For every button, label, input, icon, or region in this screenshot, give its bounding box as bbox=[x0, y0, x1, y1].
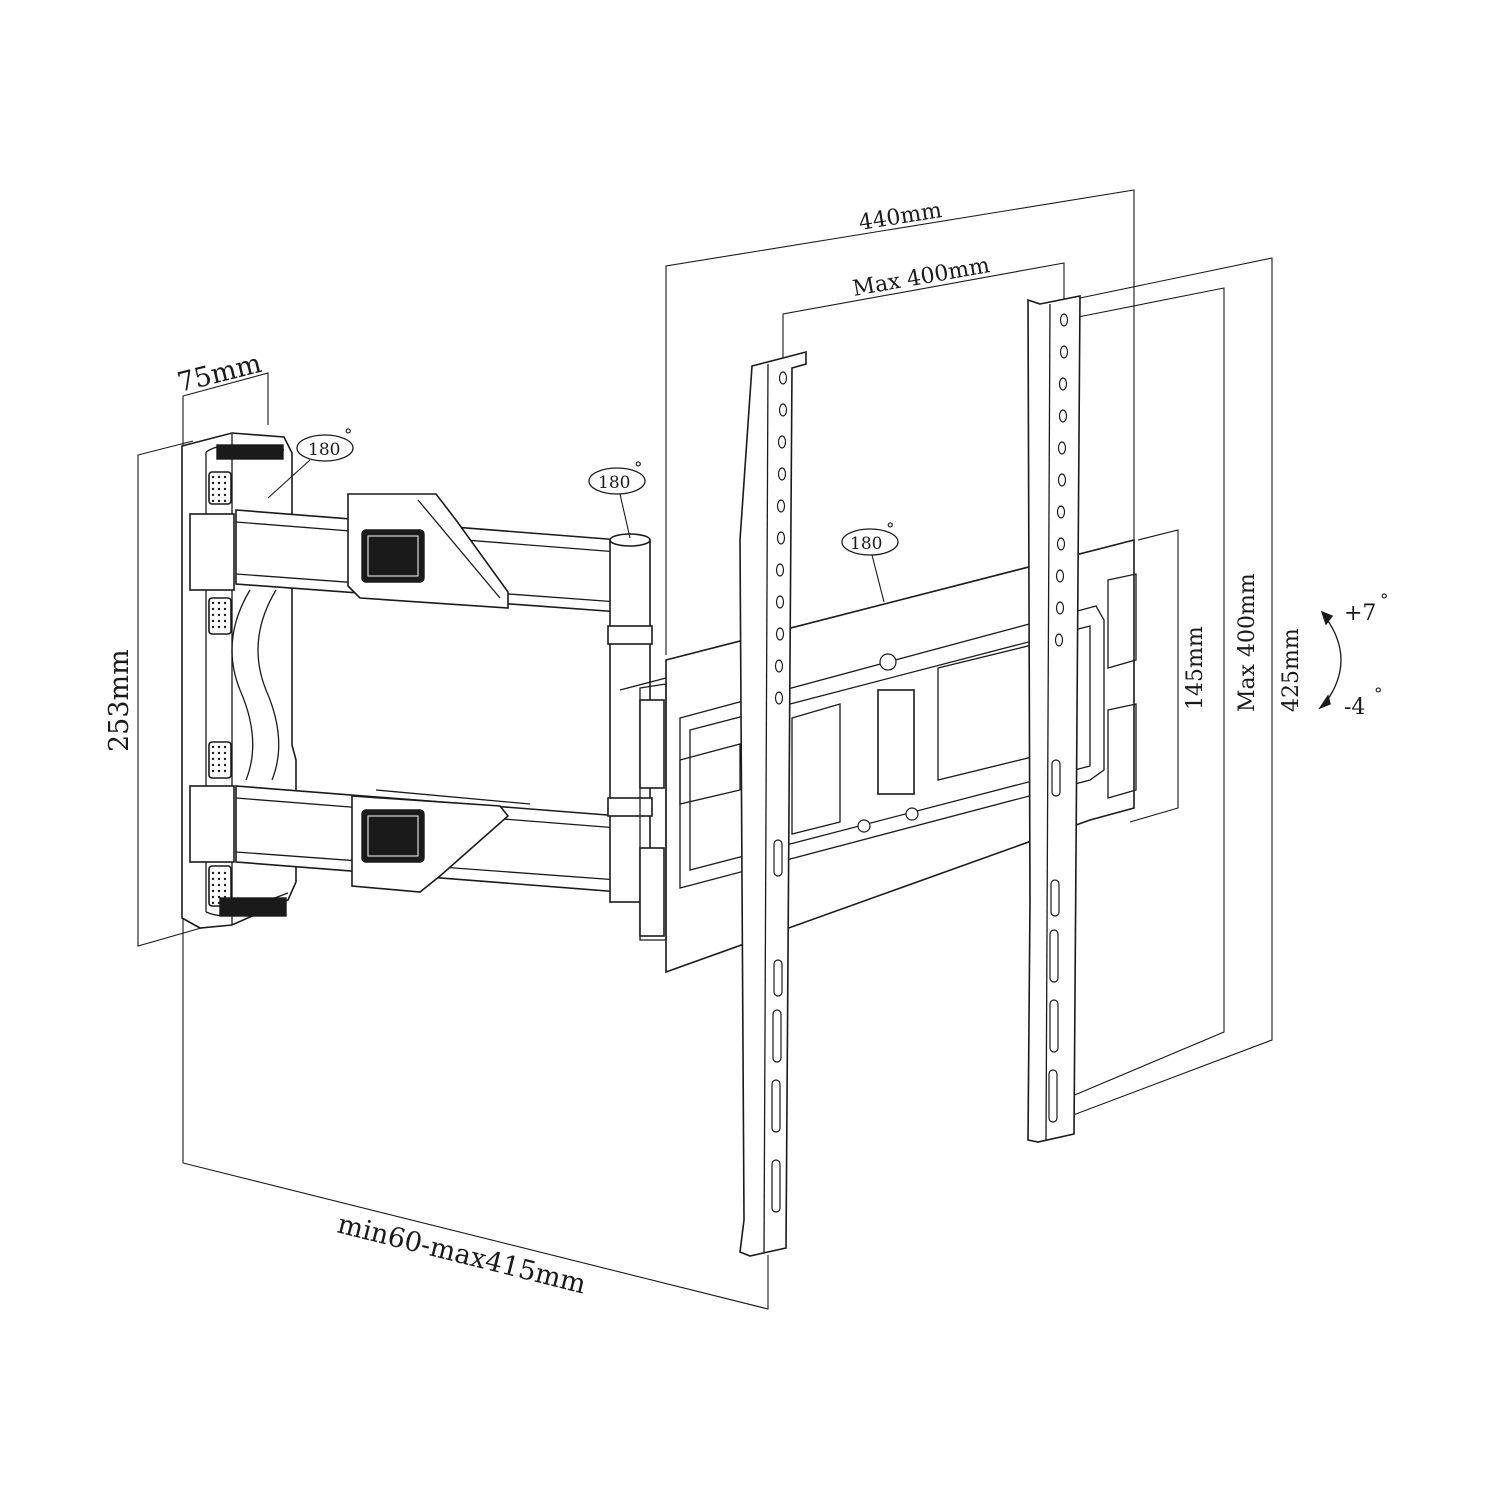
plate-height-label: 253mm bbox=[104, 649, 135, 752]
frame-height-dimension bbox=[1129, 529, 1179, 823]
vesa-vertical-label: Max 400mm bbox=[1235, 573, 1260, 712]
lower-arm bbox=[235, 785, 641, 897]
arm-swivel-label: 180 bbox=[598, 473, 630, 493]
plate-height-dimension bbox=[137, 440, 209, 947]
bracket-width-label: 440mm bbox=[857, 198, 944, 236]
arm-swivel-indicator: 180 ° bbox=[588, 459, 646, 539]
plate-width-label: 75mm bbox=[174, 348, 265, 399]
tilt-up-label: +7 bbox=[1344, 601, 1376, 626]
head-rotation-label: 180 bbox=[850, 534, 882, 554]
bracket-height-dimension bbox=[1059, 257, 1273, 1121]
arm-swivel-degree: ° bbox=[634, 459, 643, 479]
right-strap-holes bbox=[1048, 313, 1069, 1123]
left-strap-holes bbox=[771, 371, 788, 1213]
right-vesa-strap bbox=[1027, 295, 1081, 1143]
wall-swivel-label: 180 bbox=[308, 440, 340, 460]
vesa-vertical-dimension bbox=[1057, 287, 1225, 1103]
vesa-horizontal-label: Max 400mm bbox=[851, 253, 992, 302]
head-rotation-degree: ° bbox=[886, 520, 895, 540]
tilt-down-label: -4 bbox=[1344, 695, 1365, 720]
tilt-down-degree: ° bbox=[1374, 685, 1383, 705]
extension-dimension bbox=[182, 1162, 769, 1310]
head-rotation-indicator: 180 ° bbox=[841, 520, 899, 603]
wall-swivel-degree: ° bbox=[344, 426, 353, 446]
tilt-up-degree: ° bbox=[1380, 591, 1389, 611]
bracket-width-dimension bbox=[665, 189, 1135, 655]
wall-swivel-indicator: 180 ° bbox=[267, 426, 354, 499]
frame-height-label: 145mm bbox=[1183, 626, 1208, 710]
bracket-height-label: 425mm bbox=[1279, 628, 1304, 712]
upper-arm bbox=[235, 493, 641, 620]
left-vesa-strap bbox=[739, 350, 807, 1257]
vesa-horizontal-dimension bbox=[782, 262, 1065, 365]
tilt-indicator: +7 ° -4 ° bbox=[1318, 591, 1389, 720]
pivot-column bbox=[607, 533, 653, 903]
